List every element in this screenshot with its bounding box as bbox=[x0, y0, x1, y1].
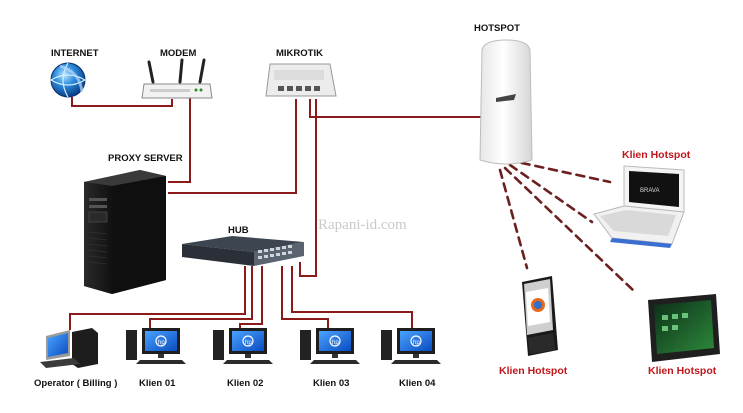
tablet-icon bbox=[648, 294, 720, 362]
cable-internet-modem bbox=[71, 97, 173, 107]
tablet-client-node: Klien Hotspot bbox=[648, 294, 720, 377]
modem-label: MODEM bbox=[160, 48, 197, 59]
cable-hub-operator bbox=[69, 266, 246, 330]
operator-node: Operator ( Billing ) bbox=[34, 328, 117, 389]
hub-label: HUB bbox=[228, 225, 249, 236]
cable-hub-klien04 bbox=[291, 266, 413, 328]
modem-node: MODEM bbox=[141, 48, 213, 99]
internet-node: INTERNET bbox=[49, 48, 99, 98]
laptop-icon: BRAVA bbox=[593, 165, 685, 248]
hp-logo: hp bbox=[158, 340, 165, 346]
access-point-icon bbox=[479, 39, 533, 165]
proxy-server-label: PROXY SERVER bbox=[108, 153, 183, 164]
cable-mikrotik-hotspot bbox=[309, 99, 482, 118]
mikrotik-label: MIKROTIK bbox=[276, 48, 323, 59]
desktop-computer-icon: hp bbox=[300, 328, 360, 364]
operator-label: Operator ( Billing ) bbox=[34, 378, 117, 389]
cable-hub-klien03 bbox=[281, 266, 329, 328]
network-switch-icon bbox=[182, 236, 304, 266]
routerboard-icon bbox=[265, 63, 337, 97]
klien-hotspot-phone-label: Klien Hotspot bbox=[499, 365, 568, 377]
hotspot-node: HOTSPOT bbox=[474, 23, 533, 165]
cable-modem-proxy bbox=[168, 98, 191, 183]
hp-logo: hp bbox=[245, 340, 252, 346]
wireless-link-phone bbox=[498, 168, 529, 270]
laptop-client-node: Klien Hotspot BRAVA bbox=[593, 149, 691, 248]
klien-02-node: hp Klien 02 bbox=[213, 328, 273, 389]
wireless-links bbox=[498, 158, 637, 294]
wireless-link-tablet bbox=[503, 166, 637, 294]
klien-hotspot-laptop-label: Klien Hotspot bbox=[622, 149, 691, 161]
klien-01-node: hp Klien 01 bbox=[126, 328, 186, 389]
mikrotik-node: MIKROTIK bbox=[265, 48, 337, 97]
internet-label: INTERNET bbox=[51, 48, 99, 59]
desktop-computer-icon bbox=[40, 328, 98, 368]
desktop-computer-icon: hp bbox=[126, 328, 186, 364]
klien-hotspot-tablet-label: Klien Hotspot bbox=[648, 365, 717, 377]
cable-mikrotik-hub bbox=[299, 99, 317, 277]
router-icon bbox=[141, 58, 213, 99]
klien-02-label: Klien 02 bbox=[227, 378, 263, 389]
klien-04-label: Klien 04 bbox=[399, 378, 436, 389]
proxy-server-node: PROXY SERVER bbox=[84, 153, 183, 294]
cable-proxy-mikrotik bbox=[168, 99, 297, 194]
cable-hub-klien01 bbox=[149, 266, 253, 328]
klien-01-label: Klien 01 bbox=[139, 378, 176, 389]
hotspot-label: HOTSPOT bbox=[474, 23, 520, 34]
phone-client-node: Klien Hotspot bbox=[499, 276, 568, 377]
wireless-link-laptop-lower bbox=[508, 163, 594, 224]
smartphone-icon bbox=[522, 276, 558, 356]
cable-hub-klien02 bbox=[239, 266, 263, 328]
klien-03-label: Klien 03 bbox=[313, 378, 349, 389]
klien-03-node: hp Klien 03 bbox=[300, 328, 360, 389]
desktop-computer-icon: hp bbox=[213, 328, 273, 364]
watermark: Rapani-id.com bbox=[318, 217, 407, 233]
hub-node: HUB bbox=[182, 225, 304, 266]
tower-server-icon bbox=[84, 170, 166, 294]
wireless-link-laptop bbox=[506, 158, 612, 184]
klien-04-node: hp Klien 04 bbox=[381, 328, 441, 389]
hp-logo: hp bbox=[413, 340, 420, 346]
hp-logo: hp bbox=[332, 340, 339, 346]
desktop-computer-icon: hp bbox=[381, 328, 441, 364]
globe-icon bbox=[49, 62, 87, 98]
svg-text:BRAVA: BRAVA bbox=[640, 188, 659, 194]
cables bbox=[69, 97, 482, 330]
